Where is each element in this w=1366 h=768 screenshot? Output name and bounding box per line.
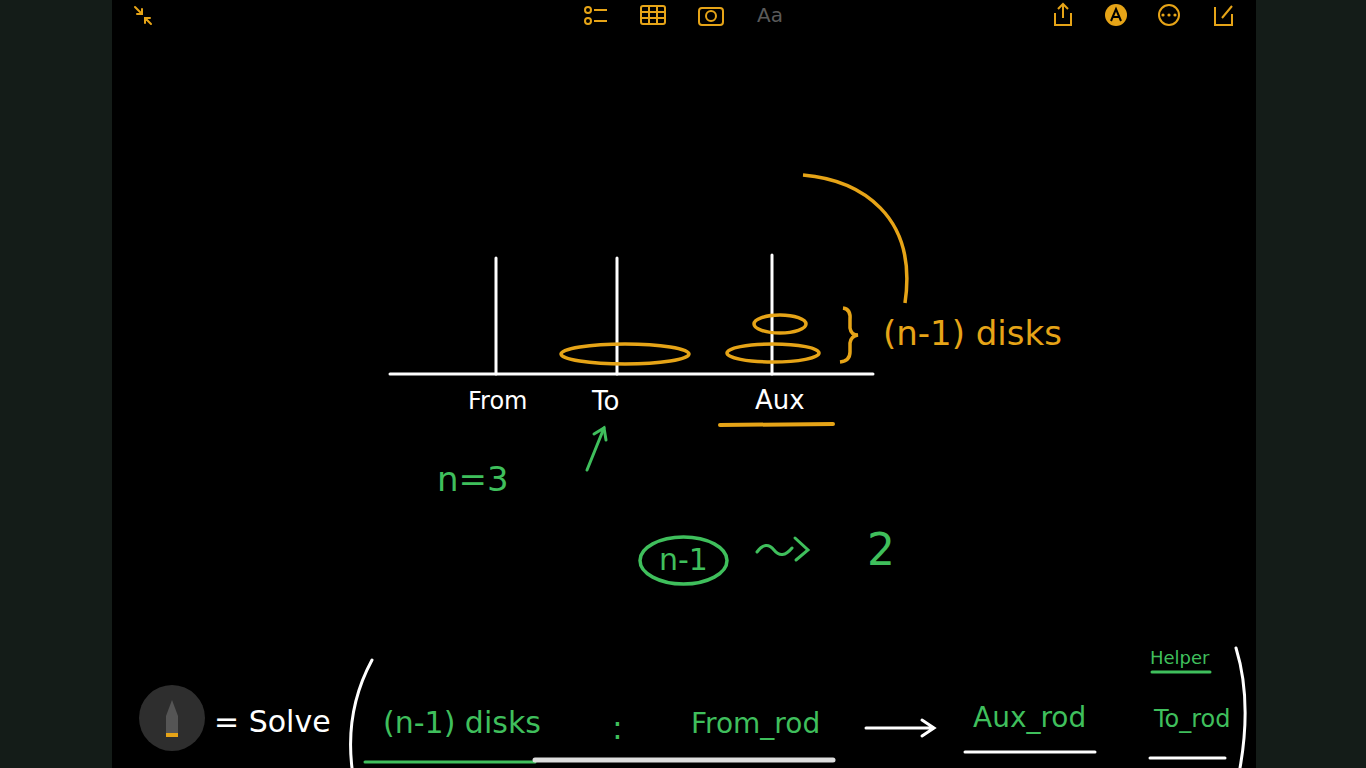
handwritten-label: To_rod xyxy=(1154,706,1231,734)
node-text: n-1 xyxy=(659,543,708,578)
handwritten-label: Aa xyxy=(757,4,783,27)
handwritten-label: Aux xyxy=(755,386,805,416)
handwritten-label: From_rod xyxy=(691,708,820,740)
handwritten-label: Aux_rod xyxy=(973,702,1086,734)
handwritten-label: (n-1) disks xyxy=(883,314,1062,353)
handwritten-label: Helper xyxy=(1150,648,1210,669)
handwritten-label: From xyxy=(468,388,527,416)
circled-term: n-1 xyxy=(637,534,730,587)
handwritten-label: n=3 xyxy=(437,460,509,499)
handwritten-label: : xyxy=(612,710,623,747)
handwritten-label: (n-1) disks xyxy=(383,706,541,741)
handwritten-label: 2 xyxy=(867,525,895,576)
handwritten-label: To xyxy=(592,387,619,417)
handwritten-label: = Solve xyxy=(214,705,331,740)
